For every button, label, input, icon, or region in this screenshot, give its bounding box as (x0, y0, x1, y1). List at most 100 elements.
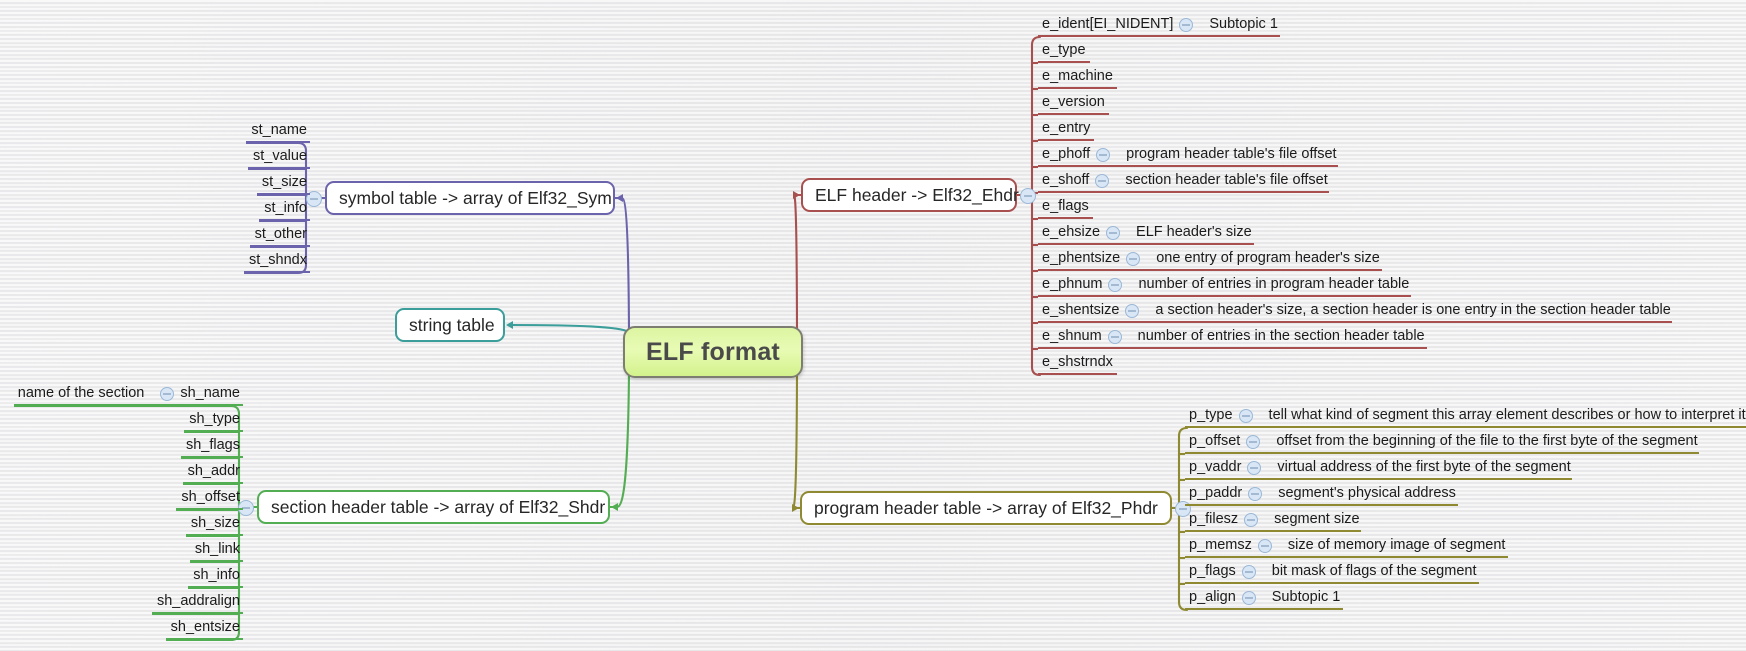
leaf-collapse-toggle[interactable] (1125, 303, 1140, 318)
leaf-note: number of entries in program header tabl… (1138, 276, 1410, 293)
leaf-collapse-toggle[interactable] (1247, 460, 1262, 475)
leaf-item[interactable]: st_info (259, 198, 310, 221)
leaf-collapse-toggle[interactable] (1108, 277, 1123, 292)
leaf-item[interactable]: e_shstrndx (1038, 352, 1117, 375)
leaf-note: number of entries in the section header … (1137, 328, 1425, 345)
branch-node-string-table[interactable]: string table (395, 308, 505, 342)
leaf-item[interactable]: st_size (257, 172, 310, 195)
leaf-label: p_memsz (1189, 537, 1252, 554)
leaf-label: sh_size (190, 515, 240, 532)
leaf-item[interactable]: sh_addralign (152, 591, 243, 614)
leaf-label: st_name (251, 122, 307, 139)
leaf-item[interactable]: e_flags (1038, 196, 1093, 219)
leaf-label: e_version (1042, 94, 1105, 111)
branch-node-label: string table (409, 314, 495, 335)
branch-node-program-header-table[interactable]: program header table -> array of Elf32_P… (800, 491, 1172, 525)
leaf-label: e_phnum (1042, 276, 1103, 293)
leaf-note: offset from the beginning of the file to… (1276, 433, 1698, 450)
leaf-item[interactable]: p_offset offset from the beginning of the… (1185, 431, 1699, 454)
leaf-note: segment size (1274, 511, 1360, 528)
leaf-note: tell what kind of segment this array ele… (1268, 407, 1746, 424)
leaf-collapse-toggle[interactable] (1241, 564, 1256, 579)
leaf-collapse-toggle[interactable] (1248, 486, 1263, 501)
branch-node-label: symbol table -> array of Elf32_Sym (339, 187, 612, 208)
leaf-item[interactable]: sh_entsize (166, 617, 243, 640)
leaf-item[interactable]: sh_flags (181, 435, 243, 458)
leaf-item[interactable]: sh_link (190, 539, 243, 562)
leaf-item[interactable]: st_other (250, 224, 310, 247)
leaf-collapse-toggle[interactable] (1095, 173, 1110, 188)
leaf-collapse-toggle[interactable] (1244, 512, 1259, 527)
leaf-item[interactable]: e_shnum number of entries in the section … (1038, 326, 1427, 349)
leaf-item[interactable]: st_name (246, 120, 310, 143)
leaf-item[interactable]: e_phnum number of entries in program head… (1038, 274, 1411, 297)
leaf-collapse-toggle[interactable] (1096, 147, 1111, 162)
leaf-note: a section header's size, a section heade… (1155, 302, 1671, 319)
leaf-item[interactable]: sh_offset (176, 487, 243, 510)
leaf-item[interactable]: st_shndx (244, 250, 310, 273)
leaf-item[interactable]: e_version (1038, 92, 1109, 115)
leaf-item[interactable]: e_entry (1038, 118, 1094, 141)
leaf-label: e_entry (1042, 120, 1091, 137)
leaf-label: sh_addralign (156, 593, 240, 610)
leaf-label: sh_type (189, 411, 240, 428)
leaf-item[interactable]: p_memsz size of memory image of segment (1185, 535, 1508, 558)
leaf-label: e_ident[EI_NIDENT] (1042, 16, 1174, 33)
branch-node-elf-header[interactable]: ELF header -> Elf32_Ehdr (801, 178, 1019, 212)
leaf-item[interactable]: sh_addr (183, 461, 243, 484)
leaf-item[interactable]: sh_size (186, 513, 243, 536)
collapse-toggle-elf-header[interactable] (1020, 188, 1036, 204)
leaf-collapse-toggle[interactable] (1106, 225, 1121, 240)
leaf-item[interactable]: e_ident[EI_NIDENT] Subtopic 1 (1038, 14, 1280, 37)
leaf-item[interactable]: e_shentsize a section header's size, a se… (1038, 300, 1672, 323)
leaf-collapse-toggle[interactable] (1107, 329, 1122, 344)
leaf-label: st_value (252, 148, 307, 165)
leaf-note: segment's physical address (1278, 485, 1456, 502)
branch-node-section-header-table[interactable]: section header table -> array of Elf32_S… (257, 490, 610, 524)
leaf-item[interactable]: e_type (1038, 40, 1090, 63)
leaf-label: e_shentsize (1042, 302, 1120, 319)
leaf-item[interactable]: sh_info (188, 565, 243, 588)
leaf-label: p_offset (1189, 433, 1241, 450)
leaf-item[interactable]: e_machine (1038, 66, 1117, 89)
root-node[interactable]: ELF format (623, 326, 803, 378)
leaf-note: Subtopic 1 (1209, 16, 1278, 33)
leaf-collapse-toggle[interactable] (160, 386, 175, 401)
leaf-collapse-toggle[interactable] (1179, 17, 1194, 32)
leaf-collapse-toggle[interactable] (1238, 408, 1253, 423)
leaf-collapse-toggle[interactable] (1241, 590, 1256, 605)
leaf-label: e_phoff (1042, 146, 1091, 163)
leaf-label: p_flags (1189, 563, 1236, 580)
leaf-label: e_shnum (1042, 328, 1102, 345)
leaf-label: e_ehsize (1042, 224, 1101, 241)
branch-node-symbol-table[interactable]: symbol table -> array of Elf32_Sym (325, 181, 615, 215)
leaf-label: e_shoff (1042, 172, 1090, 189)
leaf-collapse-toggle[interactable] (1246, 434, 1261, 449)
leaf-label: st_shndx (248, 252, 307, 269)
branch-node-label: program header table -> array of Elf32_P… (814, 497, 1158, 518)
branch-node-label: ELF header -> Elf32_Ehdr (815, 184, 1019, 205)
leaf-label: p_vaddr (1189, 459, 1242, 476)
collapse-toggle-symbol-table[interactable] (306, 191, 322, 207)
leaf-collapse-toggle[interactable] (1257, 538, 1272, 553)
branch-node-label: section header table -> array of Elf32_S… (271, 496, 606, 517)
leaf-collapse-toggle[interactable] (1126, 251, 1141, 266)
leaf-label: st_size (261, 174, 307, 191)
leaf-item[interactable]: sh_type (184, 409, 243, 432)
leaf-label: sh_flags (185, 437, 240, 454)
leaf-item[interactable]: st_value (248, 146, 310, 169)
leaf-label: st_info (264, 200, 307, 217)
leaf-note: size of memory image of segment (1287, 537, 1506, 554)
